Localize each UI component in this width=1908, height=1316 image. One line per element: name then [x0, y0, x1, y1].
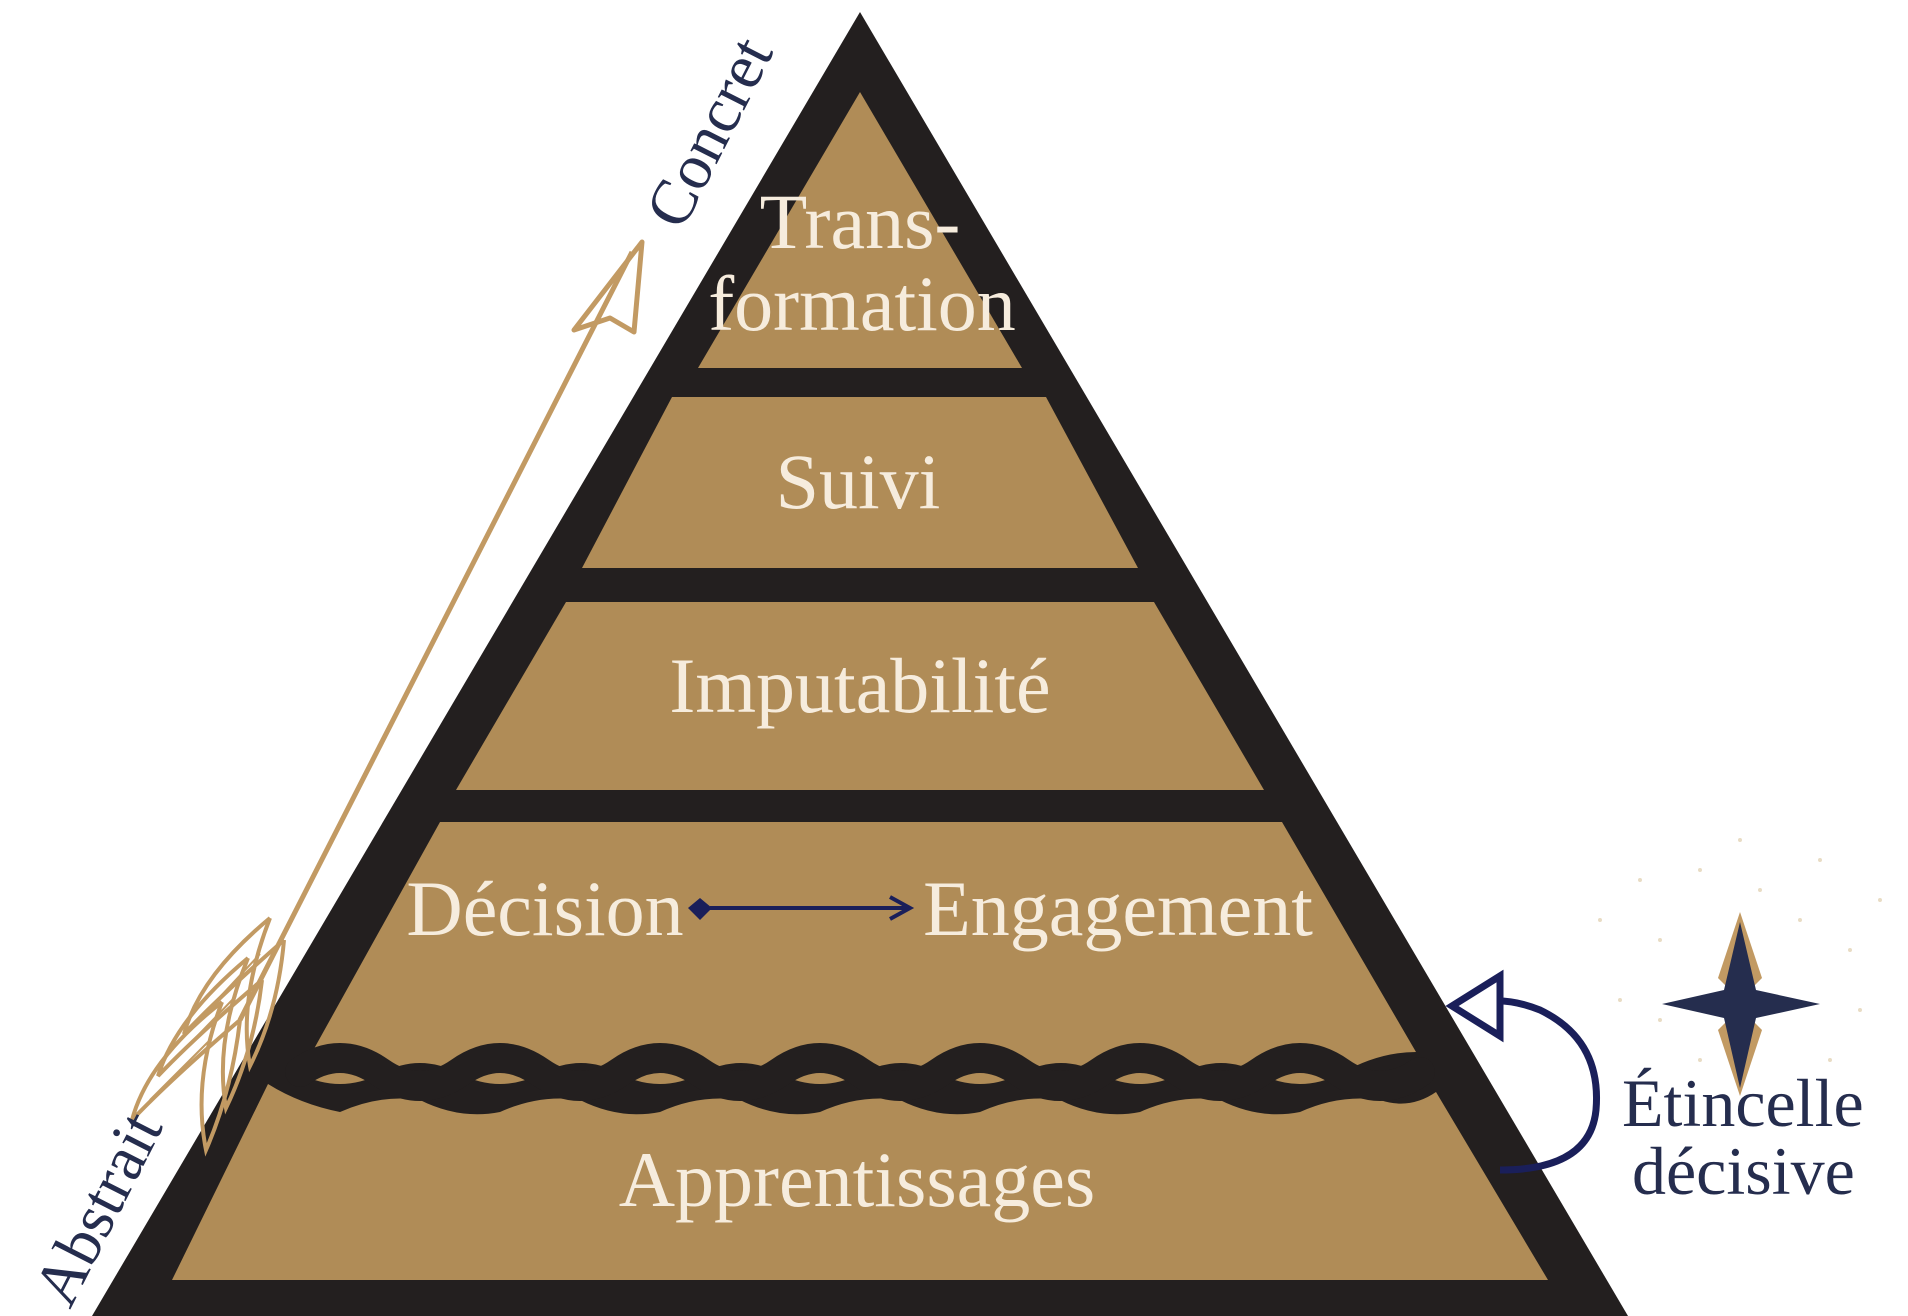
wave-divider [285, 1043, 1435, 1101]
spark-label-line2: décisive [1632, 1133, 1855, 1209]
spark-label-line1: Étincelle [1622, 1065, 1864, 1141]
abstract-concrete-arrow-shaft [237, 250, 635, 1022]
sparkle-dust [1598, 838, 1882, 1062]
decision-engagement-arrow [688, 895, 915, 921]
level-transformation-band [698, 92, 1022, 368]
level-decision-label: Décision [406, 865, 683, 952]
arrow-fletching-icon [130, 916, 286, 1157]
level-apprentissages-label: Apprentissages [619, 1136, 1096, 1223]
level-suivi-label: Suivi [776, 438, 941, 525]
level-imputabilite-band [456, 602, 1264, 790]
star-icon [1662, 912, 1820, 1096]
arrow-head-icon [571, 239, 645, 335]
level-transformation-line1: Trans- [760, 178, 961, 265]
spark-loop-arrow [1445, 969, 1601, 1174]
level-suivi-band [582, 397, 1138, 568]
level-transformation-line2: formation [708, 260, 1016, 347]
level-apprentissages-band [172, 1084, 1548, 1280]
level-engagement-label: Engagement [923, 865, 1313, 952]
level-imputabilite-label: Imputabilité [669, 642, 1050, 729]
level-decision-band [300, 822, 1416, 1084]
